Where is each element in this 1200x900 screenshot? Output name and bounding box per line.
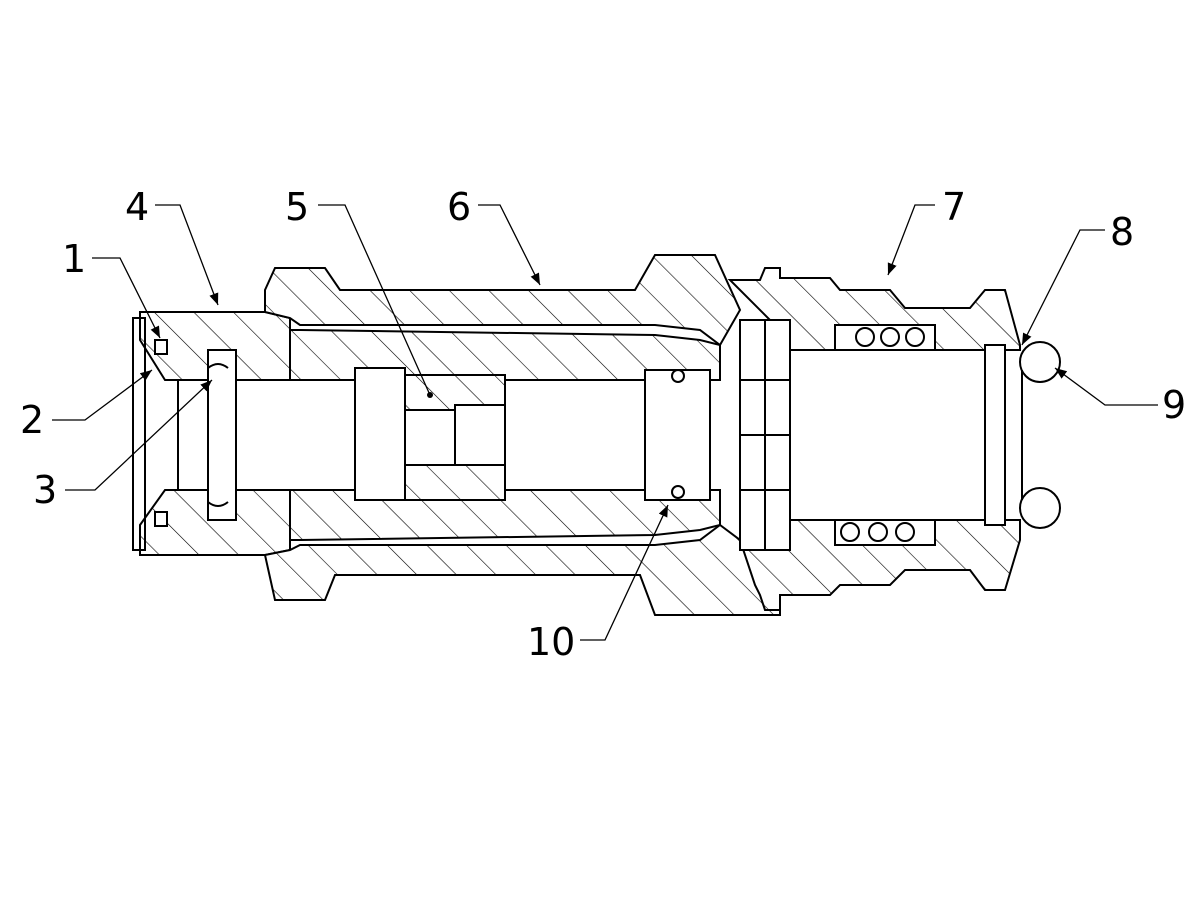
leader-10 — [580, 504, 669, 641]
callout-7: 7 — [942, 185, 966, 229]
leader-4 — [155, 204, 219, 306]
right-sleeve-part-7 — [727, 267, 1021, 611]
leader-6 — [478, 204, 541, 286]
callout-8: 8 — [1110, 210, 1134, 254]
valve-part-5 — [354, 367, 506, 501]
leader-1 — [92, 257, 161, 339]
leader-2 — [52, 369, 153, 421]
callout-4: 4 — [125, 185, 149, 229]
callout-1: 1 — [62, 237, 86, 281]
leader-8 — [1021, 229, 1105, 346]
left-body-part-4 — [132, 311, 291, 556]
left-seal-parts-1-2-3 — [154, 339, 237, 527]
callout-3: 3 — [33, 468, 57, 512]
callout-9: 9 — [1162, 383, 1186, 427]
leader-7 — [887, 204, 935, 276]
callout-6: 6 — [447, 185, 471, 229]
callout-2: 2 — [20, 398, 44, 442]
spring-coils — [840, 327, 925, 542]
leader-5 — [318, 204, 431, 396]
retaining-ring-part-9 — [1019, 341, 1061, 529]
callout-5: 5 — [285, 185, 309, 229]
middle-body-part-6 — [263, 254, 781, 616]
leader-lines — [52, 204, 1158, 641]
leader-9 — [1054, 367, 1158, 406]
callout-10: 10 — [527, 620, 575, 664]
o-ring-part-10 — [644, 369, 711, 501]
leader-3 — [65, 379, 213, 491]
